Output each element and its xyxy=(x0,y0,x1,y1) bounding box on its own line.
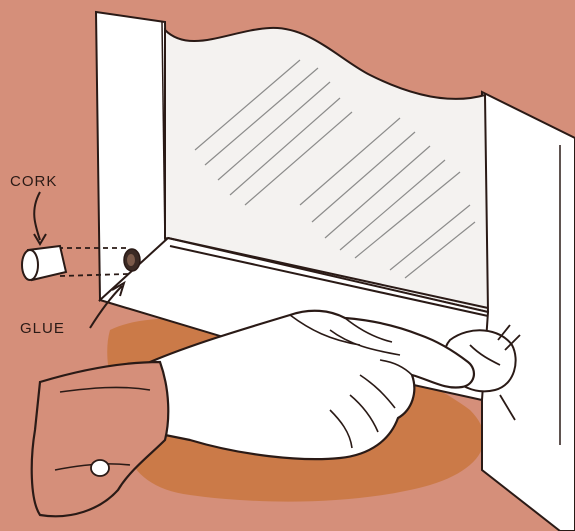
cork-icon xyxy=(22,246,66,280)
glue-label: GLUE xyxy=(20,321,65,336)
sleeve xyxy=(32,362,169,516)
cork-label: CORK xyxy=(10,174,57,189)
cork-arrow xyxy=(34,192,40,240)
frame-right xyxy=(482,92,575,531)
cufflink-icon xyxy=(91,460,109,476)
glue-dab-highlight xyxy=(127,254,135,266)
